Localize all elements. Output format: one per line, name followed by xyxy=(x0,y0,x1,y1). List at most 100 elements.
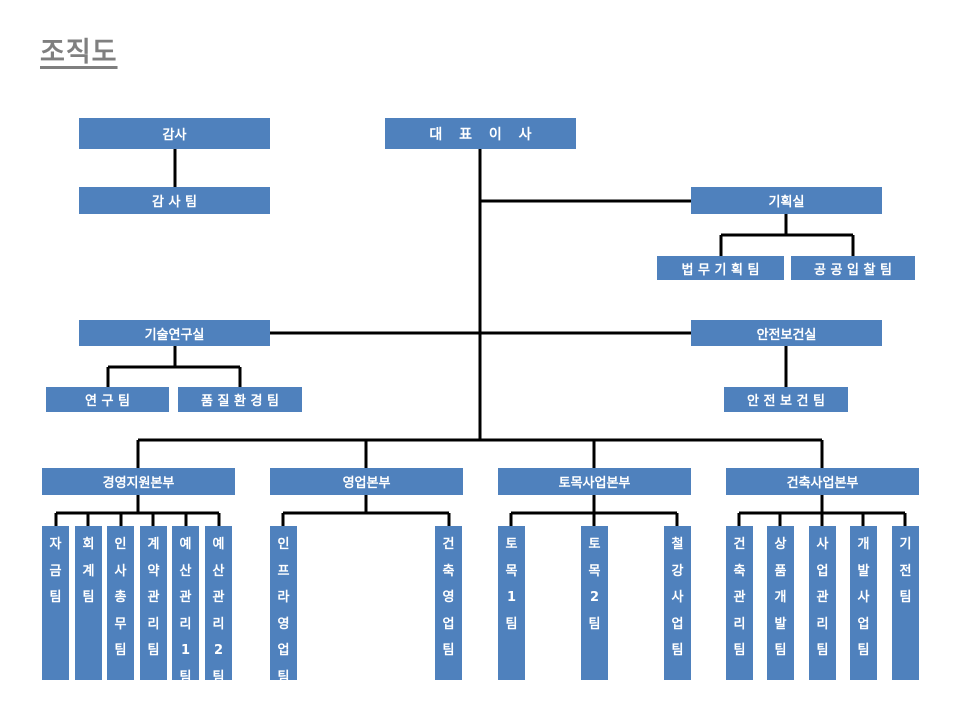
team-label-char: 기 xyxy=(899,537,912,552)
audit-box: 감사 xyxy=(79,118,270,149)
team-label-char: 팀 xyxy=(733,643,746,658)
team-label-char: 영 xyxy=(442,590,455,605)
team-label-char: 토 xyxy=(505,537,518,552)
team-label-char: 업 xyxy=(671,616,684,632)
team-label-char: 팀 xyxy=(82,590,95,605)
team-label-char: 전 xyxy=(899,563,912,579)
team-label-char: 강 xyxy=(671,563,684,579)
team-label-char: 1 xyxy=(180,643,191,658)
team-label-char: 업 xyxy=(442,616,455,632)
team-label-char: 산 xyxy=(212,563,225,579)
team-label-char: 발 xyxy=(774,616,787,632)
team-label-char: 관 xyxy=(733,590,746,605)
team-label-char: 축 xyxy=(733,563,746,579)
team-label-char: 건 xyxy=(442,537,455,552)
team-label-char: 약 xyxy=(147,563,160,579)
rnd-box: 기술연구실 xyxy=(79,320,270,346)
team-label-char: 건 xyxy=(733,537,746,552)
team-label-char: 품 xyxy=(774,563,787,579)
team-label-char: 예 xyxy=(179,537,192,552)
team-label-char: 라 xyxy=(277,590,290,605)
team-label-char: 팀 xyxy=(442,643,455,658)
legal-team-box: 법 무 기 획 팀 xyxy=(657,256,784,280)
division-box: 경영지원본부 xyxy=(42,468,235,495)
quality-team-box: 품 질 환 경 팀 xyxy=(178,387,302,412)
team-label-char: 인 xyxy=(114,537,127,552)
safety-box: 안전보건실 xyxy=(691,320,882,346)
team-label-char: 관 xyxy=(147,590,160,605)
team-label-char: 총 xyxy=(114,590,127,605)
team-label-char: 계 xyxy=(147,537,160,552)
team-label-char: 발 xyxy=(857,563,870,579)
division-box: 영업본부 xyxy=(270,468,463,495)
team-label-char: 리 xyxy=(733,616,746,632)
team-label-char: 팀 xyxy=(49,590,62,605)
team-label-char: 개 xyxy=(857,537,870,552)
team-label-char: 팀 xyxy=(899,590,912,605)
team-label-char: 산 xyxy=(179,563,192,579)
team-label-char: 팀 xyxy=(147,643,160,658)
team-label-char: 팀 xyxy=(179,669,192,685)
team-label-char: 2 xyxy=(589,590,600,605)
team-label-char: 팀 xyxy=(114,643,127,658)
team-label-char: 팀 xyxy=(212,669,225,685)
page-title: 조직도 xyxy=(40,37,118,68)
team-label-char: 업 xyxy=(816,563,829,579)
public-team-box: 공 공 입 찰 팀 xyxy=(791,256,915,280)
team-label-char: 철 xyxy=(671,537,684,552)
team-label-char: 리 xyxy=(179,616,192,632)
team-label-char: 계 xyxy=(82,563,95,579)
team-label-char: 2 xyxy=(213,643,224,658)
team-label-char: 팀 xyxy=(857,643,870,658)
team-label-char: 목 xyxy=(505,563,518,579)
team-label-char: 목 xyxy=(588,563,601,579)
team-label-char: 상 xyxy=(774,537,787,552)
team-label-char: 예 xyxy=(212,537,225,552)
team-label-char: 사 xyxy=(114,563,127,579)
team-label-char: 사 xyxy=(671,590,684,605)
team-label-char: 업 xyxy=(857,616,870,632)
team-label-char: 팀 xyxy=(505,616,518,632)
research-team-box: 연 구 팀 xyxy=(46,387,169,412)
team-label-char: 리 xyxy=(147,616,160,632)
team-label-char: 관 xyxy=(212,590,225,605)
team-label-char: 사 xyxy=(857,590,870,605)
safety-team-box: 안 전 보 건 팀 xyxy=(724,387,848,412)
team-label-char: 자 xyxy=(49,537,62,552)
team-label-char: 회 xyxy=(82,537,95,552)
team-label-char: 팀 xyxy=(671,643,684,658)
team-label-char: 업 xyxy=(277,643,290,658)
team-label-char: 축 xyxy=(442,563,455,579)
team-label-char: 팀 xyxy=(816,643,829,658)
team-label-char: 토 xyxy=(588,537,601,552)
team-label-char: 리 xyxy=(212,616,225,632)
team-label-char: 무 xyxy=(114,616,127,632)
team-label-char: 개 xyxy=(774,590,787,605)
team-label-char: 팀 xyxy=(588,616,601,632)
team-label-char: 팀 xyxy=(277,669,290,685)
division-box: 토목사업본부 xyxy=(498,468,691,495)
team-label-char: 인 xyxy=(277,537,290,552)
team-label-char: 리 xyxy=(816,616,829,632)
team-label-char: 관 xyxy=(816,590,829,605)
team-label-char: 영 xyxy=(277,616,290,632)
team-label-char: 관 xyxy=(179,590,192,605)
team-label-char: 1 xyxy=(506,590,517,605)
team-label-char: 금 xyxy=(49,563,62,579)
team-label-char: 프 xyxy=(277,563,290,579)
